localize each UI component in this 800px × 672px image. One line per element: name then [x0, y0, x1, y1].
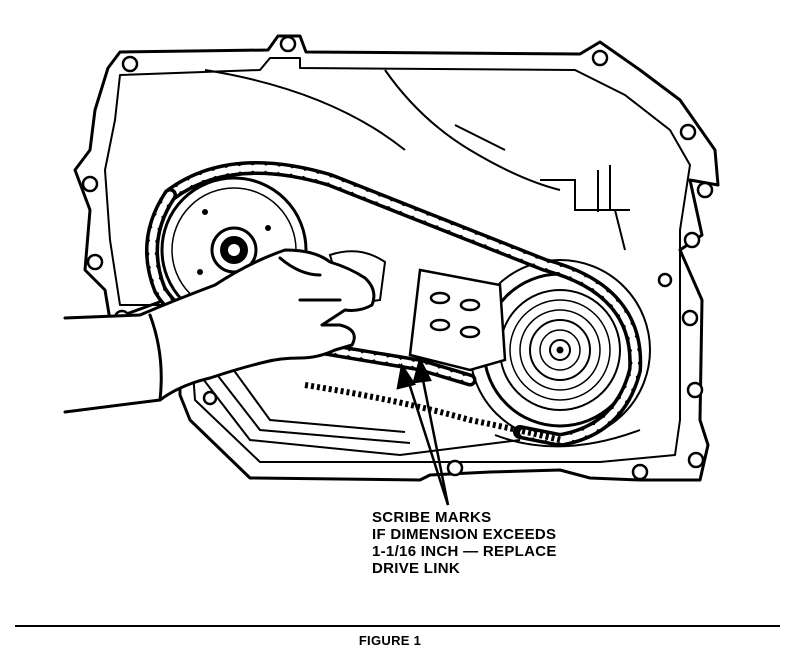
chain-inspection-illustration: [63, 34, 720, 506]
callout-line-1: SCRIBE MARKS: [372, 509, 492, 526]
center-housing: [408, 268, 507, 372]
bolt-holes: [81, 35, 714, 481]
figure-caption-text: FIGURE 1: [358, 633, 422, 648]
case-details: [199, 69, 641, 457]
scribe-mark-arrows: [396, 356, 450, 506]
scribe-marks-callout: SCRIBE MARKS IF DIMENSION EXCEEDS 1-1/16…: [372, 509, 557, 577]
callout-line-4: DRIVE LINK: [372, 560, 461, 577]
caption-divider: [15, 625, 780, 627]
figure-caption: FIGURE 1: [0, 633, 800, 648]
callout-line-2: IF DIMENSION EXCEEDS: [372, 526, 557, 543]
hand-illustration: [63, 248, 376, 414]
callout-line-3: 1-1/16 INCH — REPLACE: [372, 543, 557, 560]
transaxle-case: [73, 34, 720, 482]
driven-sprocket: [469, 259, 651, 441]
